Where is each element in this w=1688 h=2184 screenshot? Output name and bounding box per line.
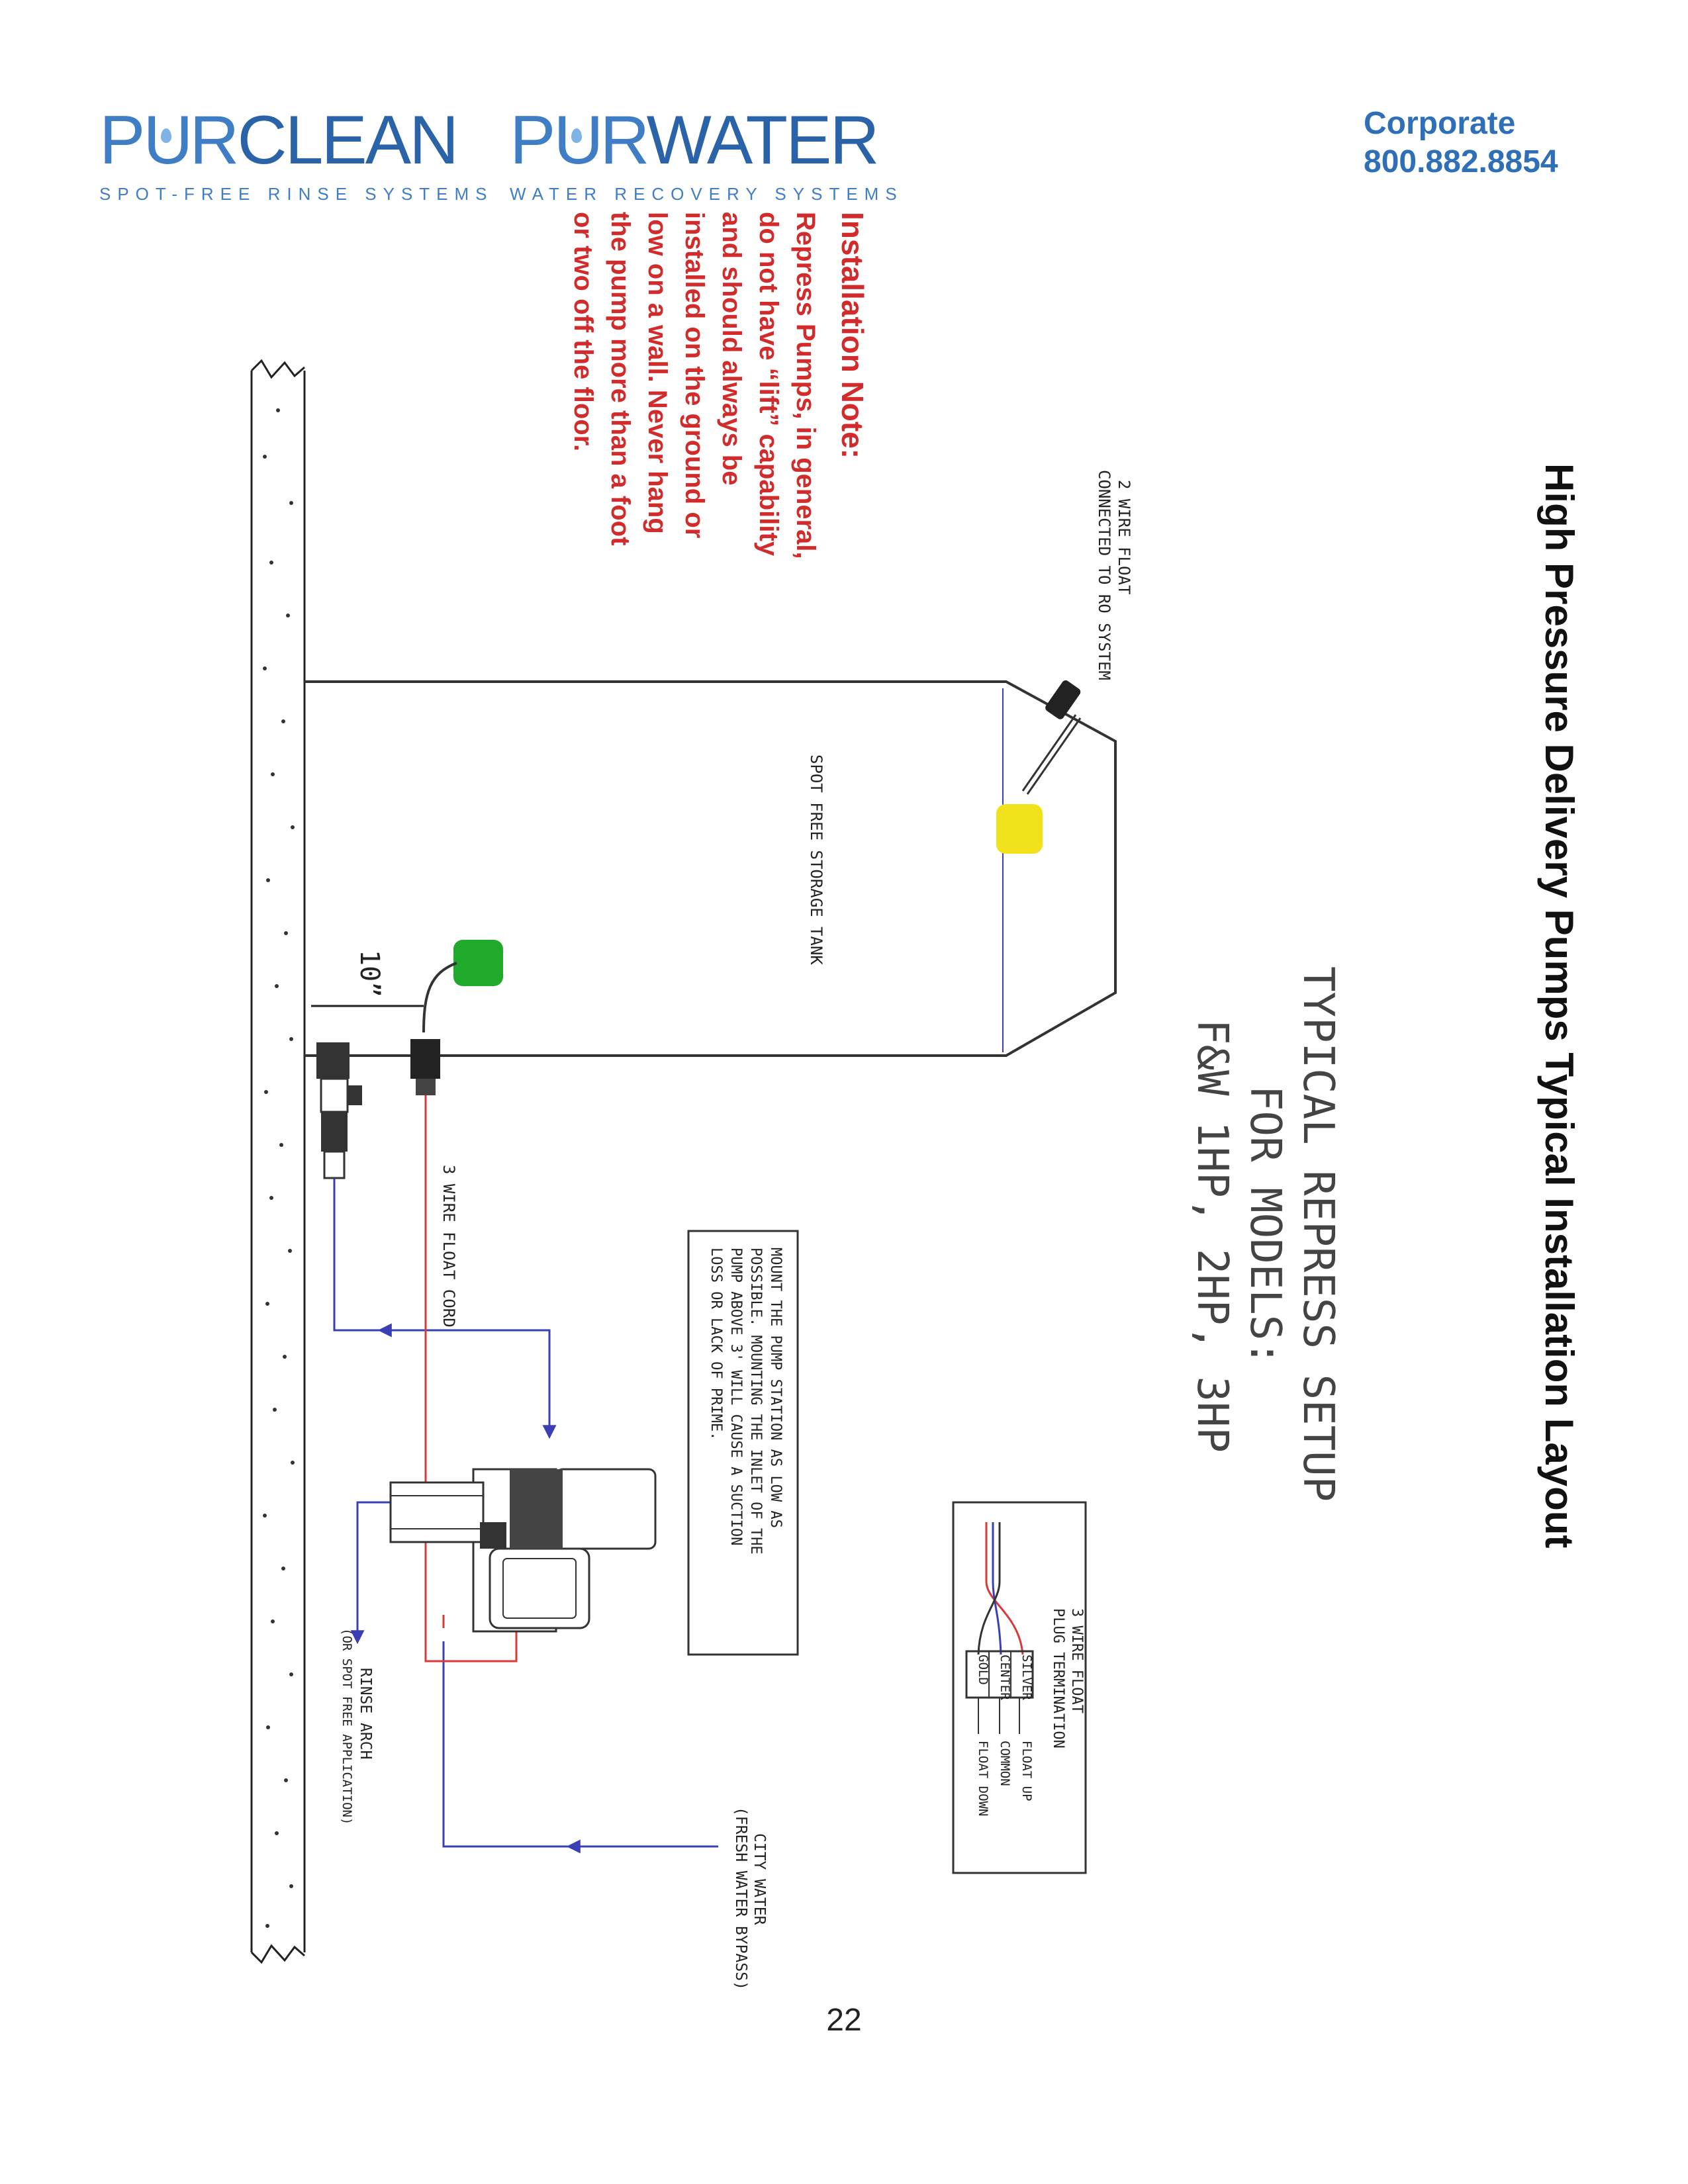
float-2wire-label: 2 WIRE FLOAT [1115,480,1133,594]
green-float-icon [453,940,503,986]
heading-line: FOR MODELS: [1241,1085,1289,1366]
outlet-valve [316,1042,362,1179]
wire-function-label: COMMON [998,1741,1012,1786]
mount-note-line: POSSIBLE. MOUNTING THE INLET OF THE [747,1248,764,1555]
wire-function-label: FLOAT DOWN [976,1741,990,1816]
page-number: 22 [826,2003,862,2038]
dimension-10in: 10” [311,950,424,1007]
water-drop-icon: U [553,106,603,175]
plug-title: PLUG TERMINATION [1050,1608,1066,1749]
corporate-contact: Corporate 800.882.8854 [1364,105,1558,181]
city-water-label: CITY WATER [751,1833,768,1925]
float-3wire [410,940,503,1095]
wire-color-label: CENTER [998,1655,1012,1700]
wall-slab [250,359,306,1964]
float-cord [424,1095,518,1662]
city-water-label: (FRESH WATER BYPASS) [732,1807,749,1990]
mount-note-line: MOUNT THE PUMP STATION AS LOW AS [767,1248,784,1528]
purclean-logo: PURCLEAN SPOT-FREE RINSE SYSTEMS [99,102,494,204]
corporate-phone[interactable]: 800.882.8854 [1364,144,1558,179]
wire-function-label: FLOAT UP [1019,1741,1034,1801]
diagram-heading: TYPICAL REPRESS SETUP FOR MODELS: F&W 1H… [1188,966,1342,1502]
mount-note-line: LOSS OR LACK OF PRIME. [708,1248,724,1440]
heading-line: F&W 1HP, 2HP, 3HP [1188,1019,1237,1453]
tank-label: SPOT FREE STORAGE TANK [807,754,825,965]
rinse-arch-label: (OR SPOT FREE APPLICATION) [340,1628,354,1825]
purwater-tagline: WATER RECOVERY SYSTEMS [510,184,904,204]
float-2wire: 2 WIRE FLOAT CONNECTED TO RO SYSTEM [996,470,1133,854]
heading-line: TYPICAL REPRESS SETUP [1293,966,1342,1502]
pump-station [389,1468,657,1633]
float-2wire-label: CONNECTED TO RO SYSTEM [1095,470,1113,680]
corporate-label: Corporate [1364,106,1516,141]
purwater-logo: PURWATER WATER RECOVERY SYSTEMS [510,102,904,204]
purclean-tagline: SPOT-FREE RINSE SYSTEMS [99,184,494,204]
mount-note: MOUNT THE PUMP STATION AS LOW AS POSSIBL… [687,1230,799,1656]
storage-tank: SPOT FREE STORAGE TANK [305,680,1117,1057]
float-cord-label: 3 WIRE FLOAT CORD [440,1165,458,1328]
water-drop-icon: U [143,106,193,175]
plug-termination: 3 WIRE FLOAT PLUG TERMINATION SILVER CEN… [952,1501,1087,1874]
wire-color-label: SILVER [1019,1655,1034,1700]
mount-note-line: PUMP ABOVE 3' WILL CAUSE A SUCTION [727,1248,744,1545]
dimension-label: 10” [354,950,385,997]
yellow-float-icon [996,804,1043,854]
pipes [333,1178,718,1854]
plug-title: 3 WIRE FLOAT [1068,1608,1085,1713]
wire-color-label: GOLD [976,1655,990,1685]
rinse-arch-label: RINSE ARCH [357,1668,374,1759]
